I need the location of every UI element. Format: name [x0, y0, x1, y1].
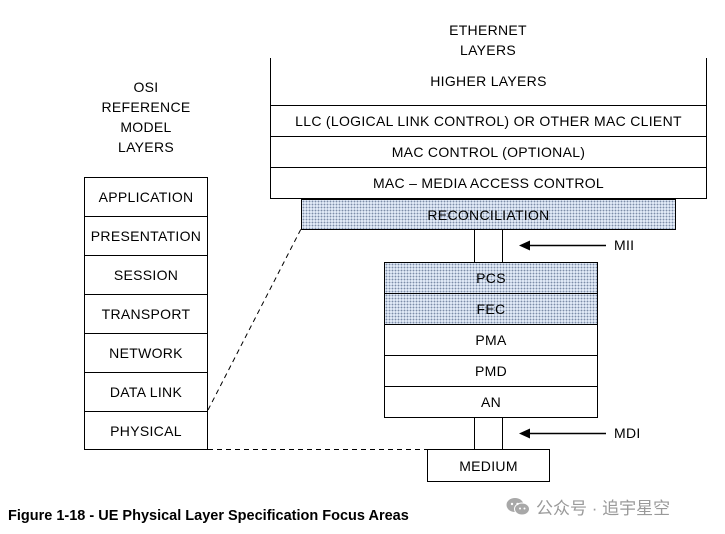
- osi-presentation-box: PRESENTATION: [84, 216, 208, 256]
- higher-layers-box: HIGHER LAYERS: [270, 58, 707, 105]
- mii-label: MII: [614, 237, 635, 253]
- osi-title-line1: OSI: [133, 79, 159, 95]
- mac-layer-label: MAC – MEDIA ACCESS CONTROL: [372, 175, 605, 191]
- osi-model-title: OSI REFERENCE MODEL LAYERS: [84, 77, 208, 157]
- pma-layer-label: PMA: [475, 332, 507, 348]
- osi-application-box: APPLICATION: [84, 177, 208, 217]
- osi-title-line4: LAYERS: [117, 139, 174, 155]
- mdi-label: MDI: [614, 425, 641, 441]
- llc-layer-box: LLC (LOGICAL LINK CONTROL) OR OTHER MAC …: [270, 105, 707, 137]
- mii-arrow-head: [519, 240, 530, 251]
- an-layer-label: AN: [480, 394, 502, 410]
- medium-label: MEDIUM: [459, 457, 518, 474]
- reconciliation-layer-label: RECONCILIATION: [427, 206, 550, 223]
- watermark-text: 公众号 · 追宇星空: [536, 499, 671, 518]
- osi-transport-label: TRANSPORT: [101, 306, 191, 322]
- fec-layer-box: FEC: [384, 293, 598, 325]
- osi-presentation-label: PRESENTATION: [90, 228, 202, 244]
- mac-control-layer-label: MAC CONTROL (OPTIONAL): [391, 144, 586, 160]
- watermark: 公众号 · 追宇星空: [506, 494, 670, 519]
- reconciliation-layer-box: RECONCILIATION: [301, 199, 676, 230]
- pmd-layer-label: PMD: [474, 363, 507, 379]
- osi-physical-box: PHYSICAL: [84, 411, 208, 450]
- ethernet-title-line2: LAYERS: [459, 42, 516, 58]
- osi-data-link-box: DATA LINK: [84, 372, 208, 412]
- osi-application-label: APPLICATION: [98, 189, 194, 205]
- osi-data-link-label: DATA LINK: [109, 384, 183, 400]
- osi-physical-label: PHYSICAL: [110, 422, 182, 439]
- mac-control-layer-box: MAC CONTROL (OPTIONAL): [270, 136, 707, 168]
- an-layer-box: AN: [384, 386, 598, 418]
- pcs-layer-label: PCS: [476, 270, 506, 286]
- osi-transport-box: TRANSPORT: [84, 294, 208, 334]
- ethernet-layers-title: ETHERNET LAYERS: [420, 20, 556, 60]
- wechat-icon: [506, 497, 530, 515]
- ethernet-title-line1: ETHERNET: [449, 22, 527, 38]
- osi-title-line3: MODEL: [120, 119, 172, 135]
- osi-session-label: SESSION: [113, 267, 179, 283]
- llc-layer-label: LLC (LOGICAL LINK CONTROL) OR OTHER MAC …: [295, 113, 682, 129]
- osi-network-box: NETWORK: [84, 333, 208, 373]
- projection-line-upper: [207, 228, 302, 411]
- medium-box: MEDIUM: [427, 449, 550, 482]
- mac-layer-box: MAC – MEDIA ACCESS CONTROL: [270, 167, 707, 199]
- higher-layers-label: HIGHER LAYERS: [430, 72, 547, 89]
- fec-layer-label: FEC: [476, 301, 506, 317]
- pcs-layer-box: PCS: [384, 262, 598, 294]
- mdi-arrow-head: [519, 428, 530, 439]
- figure-caption: Figure 1-18 - UE Physical Layer Specific…: [8, 508, 409, 524]
- osi-network-label: NETWORK: [109, 345, 183, 361]
- osi-title-line2: REFERENCE: [101, 99, 191, 115]
- osi-session-box: SESSION: [84, 255, 208, 295]
- pmd-layer-box: PMD: [384, 355, 598, 387]
- pma-layer-box: PMA: [384, 324, 598, 356]
